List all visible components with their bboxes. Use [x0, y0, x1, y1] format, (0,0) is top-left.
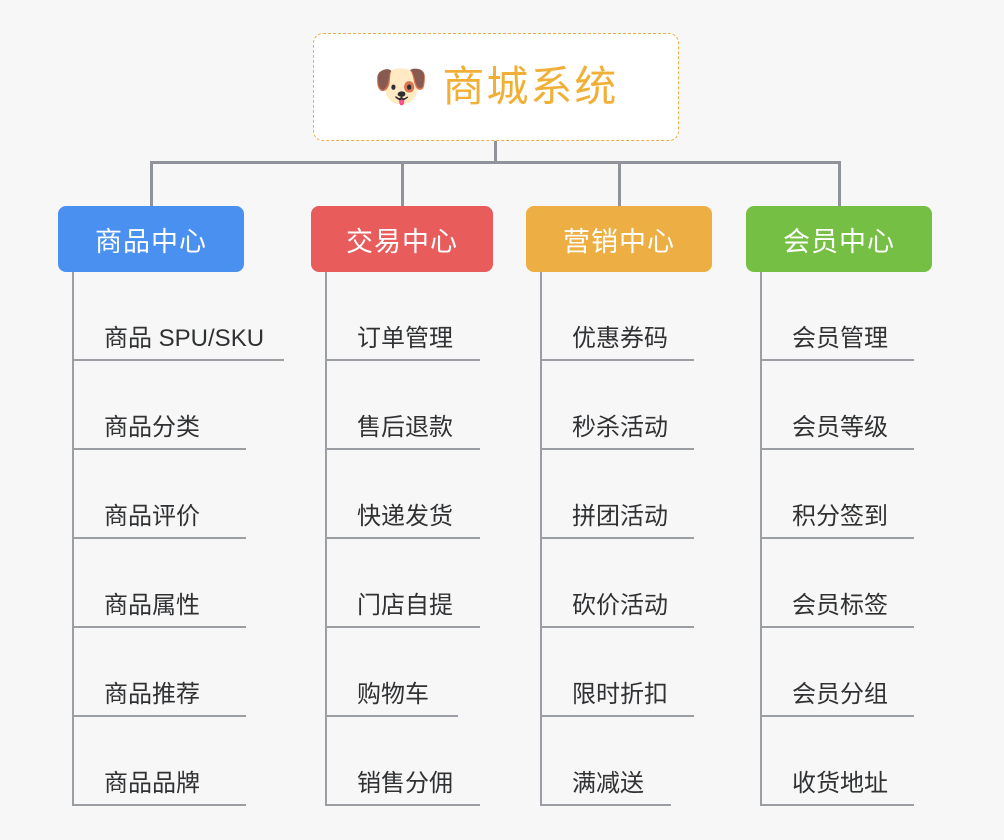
leaf-label: 砍价活动: [572, 592, 668, 620]
list-item[interactable]: 销售分佣: [327, 717, 480, 806]
leaf-label: 商品品牌: [104, 770, 200, 798]
list-item[interactable]: 商品 SPU/SKU: [74, 272, 284, 361]
leaf-label: 商品分类: [104, 414, 200, 442]
leaf-label: 满减送: [572, 770, 644, 798]
root-node-label: 商城系统: [442, 63, 619, 110]
list-item[interactable]: 商品分类: [74, 361, 246, 450]
leaf-label: 商品属性: [104, 592, 200, 620]
list-item[interactable]: 满减送: [542, 717, 671, 806]
leaf-label: 收货地址: [792, 770, 888, 798]
leaf-label: 购物车: [357, 681, 429, 709]
leaf-label: 订单管理: [357, 325, 453, 353]
list-item[interactable]: 砍价活动: [542, 539, 694, 628]
list-item[interactable]: 积分签到: [762, 450, 914, 539]
list-item[interactable]: 快递发货: [327, 450, 480, 539]
connector-horizontal-bus: [150, 161, 840, 164]
category-node-trade-center[interactable]: 交易中心: [311, 206, 493, 272]
list-item[interactable]: 售后退款: [327, 361, 480, 450]
list-item[interactable]: 会员等级: [762, 361, 914, 450]
list-item[interactable]: 会员标签: [762, 539, 914, 628]
branch-product-center: 商品中心 商品 SPU/SKU 商品分类 商品评价 商品属性 商品推荐 商品品牌: [58, 206, 284, 806]
list-item[interactable]: 会员管理: [762, 272, 914, 361]
leaf-label: 优惠券码: [572, 325, 668, 353]
list-item[interactable]: 购物车: [327, 628, 458, 717]
connector-drop-marketing-center: [618, 161, 621, 206]
category-label: 交易中心: [346, 226, 458, 257]
leaf-label: 限时折扣: [572, 681, 668, 709]
list-item[interactable]: 商品推荐: [74, 628, 246, 717]
leaf-label: 会员分组: [792, 681, 888, 709]
dog-face-icon: 🐶: [373, 62, 429, 111]
connector-drop-member-center: [838, 161, 841, 206]
root-node[interactable]: 🐶 商城系统: [313, 33, 679, 141]
leaf-label: 秒杀活动: [572, 414, 668, 442]
list-item[interactable]: 秒杀活动: [542, 361, 694, 450]
list-item[interactable]: 商品属性: [74, 539, 246, 628]
leaf-label: 商品评价: [104, 503, 200, 531]
leaf-label: 门店自提: [357, 592, 453, 620]
list-item[interactable]: 拼团活动: [542, 450, 694, 539]
leaf-label: 会员标签: [792, 592, 888, 620]
list-item[interactable]: 商品评价: [74, 450, 246, 539]
leaf-label: 积分签到: [792, 503, 888, 531]
category-label: 会员中心: [783, 226, 895, 257]
leaf-list-product-center: 商品 SPU/SKU 商品分类 商品评价 商品属性 商品推荐 商品品牌: [72, 272, 284, 806]
list-item[interactable]: 订单管理: [327, 272, 480, 361]
list-item[interactable]: 优惠券码: [542, 272, 694, 361]
list-item[interactable]: 商品品牌: [74, 717, 246, 806]
connector-root-stub: [494, 141, 497, 163]
category-node-marketing-center[interactable]: 营销中心: [526, 206, 712, 272]
leaf-list-trade-center: 订单管理 售后退款 快递发货 门店自提 购物车 销售分佣: [325, 272, 493, 806]
leaf-label: 快递发货: [357, 503, 453, 531]
category-label: 商品中心: [95, 226, 207, 257]
branch-member-center: 会员中心 会员管理 会员等级 积分签到 会员标签 会员分组 收货地址: [746, 206, 932, 806]
leaf-label: 拼团活动: [572, 503, 668, 531]
leaf-label: 会员管理: [792, 325, 888, 353]
branch-trade-center: 交易中心 订单管理 售后退款 快递发货 门店自提 购物车 销售分佣: [311, 206, 493, 806]
list-item[interactable]: 会员分组: [762, 628, 914, 717]
category-node-member-center[interactable]: 会员中心: [746, 206, 932, 272]
list-item[interactable]: 限时折扣: [542, 628, 694, 717]
leaf-list-member-center: 会员管理 会员等级 积分签到 会员标签 会员分组 收货地址: [760, 272, 932, 806]
leaf-list-marketing-center: 优惠券码 秒杀活动 拼团活动 砍价活动 限时折扣 满减送: [540, 272, 712, 806]
leaf-label: 销售分佣: [357, 770, 453, 798]
branch-marketing-center: 营销中心 优惠券码 秒杀活动 拼团活动 砍价活动 限时折扣 满减送: [526, 206, 712, 806]
list-item[interactable]: 收货地址: [762, 717, 914, 806]
connector-drop-product-center: [150, 161, 153, 206]
leaf-label: 商品 SPU/SKU: [104, 325, 265, 353]
leaf-label: 商品推荐: [104, 681, 200, 709]
list-item[interactable]: 门店自提: [327, 539, 480, 628]
leaf-label: 会员等级: [792, 414, 888, 442]
category-label: 营销中心: [563, 226, 675, 257]
leaf-label: 售后退款: [357, 414, 453, 442]
category-node-product-center[interactable]: 商品中心: [58, 206, 244, 272]
connector-drop-trade-center: [401, 161, 404, 206]
